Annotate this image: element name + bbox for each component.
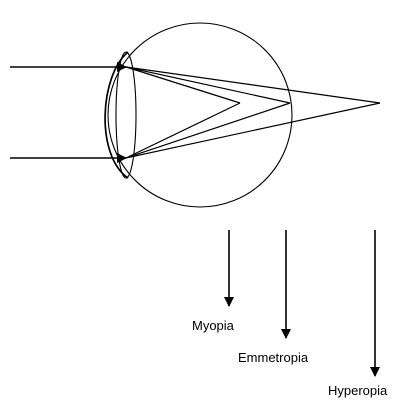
emmetropia-label: Emmetropia bbox=[238, 350, 309, 365]
emmetropia-focus-rays bbox=[126, 67, 290, 158]
lens-outline bbox=[116, 52, 136, 178]
hyperopia-focus-rays bbox=[126, 67, 380, 158]
hyperopia-label: Hyperopia bbox=[328, 383, 388, 398]
myopia-label: Myopia bbox=[192, 318, 235, 333]
